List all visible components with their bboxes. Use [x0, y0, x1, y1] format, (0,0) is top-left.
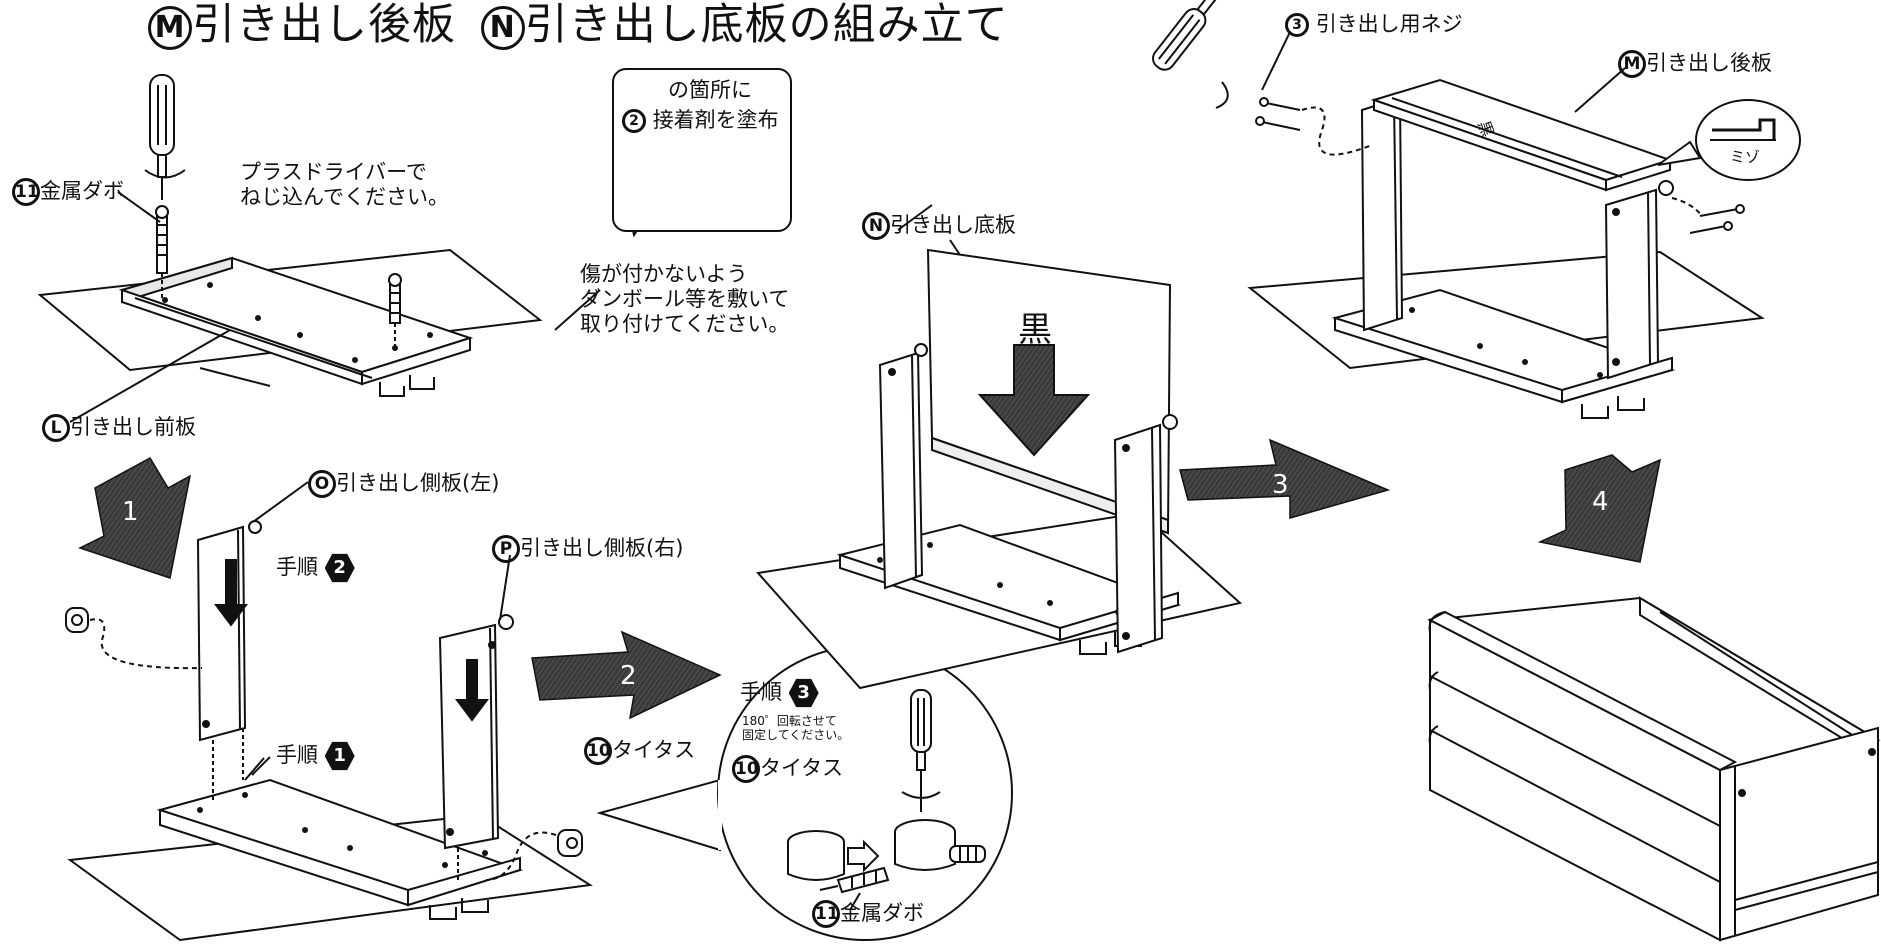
glue-instruction-box — [612, 68, 792, 232]
callout-metal-dowel-top: 11金属ダボ — [12, 178, 124, 206]
step-arrow-1 — [78, 456, 192, 579]
scene2-sides — [65, 481, 593, 942]
glue-mark: 2 — [622, 109, 646, 133]
part-mark-n: N — [480, 5, 525, 50]
step-arrow-3 — [1179, 438, 1391, 519]
finished-drawer — [1427, 596, 1881, 942]
scene4-back-panel — [1152, 0, 1801, 419]
dowel-icon — [388, 273, 402, 324]
groove-callout — [1657, 99, 1801, 181]
part-mark-p: P — [492, 535, 520, 563]
part-mark-n-small: N — [862, 212, 890, 240]
cam-lock-icon — [65, 607, 89, 633]
glue-line-1: の箇所に — [668, 78, 752, 102]
screwdriver-icon — [1152, 0, 1229, 109]
callout-drawer-screw: 3 引き出し用ネジ — [1285, 12, 1463, 37]
callout-tight-loose: 10タイタス — [584, 737, 695, 765]
detail-circle — [596, 645, 1013, 941]
part-mark-3: 3 — [1285, 13, 1309, 37]
scene1-front-panel — [37, 74, 601, 423]
step-arrow-2 — [531, 630, 722, 720]
title-text-m: 引き出し後板 — [192, 0, 456, 50]
detail-metal-dowel: 11金属ダボ — [812, 900, 924, 928]
screwdriver-icon — [144, 74, 186, 200]
callout-step-2: 手順 2 — [276, 553, 355, 583]
groove-label: ミゾ — [1730, 148, 1761, 166]
detail-rotate-note: 180゜回転させて 固定してください。 — [742, 714, 850, 742]
black-mark-bottom: 黒 — [1018, 310, 1052, 350]
part-mark-m-small: M — [1618, 50, 1646, 78]
step-badge-2: 2 — [324, 553, 355, 583]
arrow-num-1: 1 — [122, 497, 139, 527]
driver-note: プラスドライバーで ねじ込んでください。 — [240, 160, 449, 210]
step-badge-1: 1 — [324, 741, 355, 771]
detail-part-mark-11: 11 — [812, 900, 840, 928]
scene3-bottom-panel — [756, 204, 1243, 690]
step-badge-3: 3 — [788, 678, 819, 708]
detail-step-3: 手順 3 — [740, 678, 819, 708]
part-mark-o: O — [308, 470, 336, 498]
part-mark-l: L — [42, 414, 70, 442]
title-text-n: 引き出し底板の組み立て — [524, 0, 1009, 50]
protect-note: 傷が付かないよう ダンボール等を敷いて 取り付けてください。 — [580, 262, 790, 337]
arrow-num-4: 4 — [1592, 487, 1609, 517]
dowel-icon — [155, 205, 169, 274]
cam-lock-icon — [557, 829, 583, 857]
part-mark-m: M — [148, 5, 192, 50]
arrow-num-3: 3 — [1272, 470, 1289, 500]
callout-step-1: 手順 1 — [276, 741, 355, 771]
arrow-num-2: 2 — [620, 661, 637, 691]
step-arrow-4 — [1537, 454, 1662, 563]
part-mark-11: 11 — [12, 178, 40, 206]
glue-line-2: 2 接着剤を塗布 — [622, 108, 779, 133]
detail-tight-loose: 10タイタス — [732, 755, 843, 783]
part-mark-10: 10 — [584, 737, 612, 765]
detail-part-mark-10: 10 — [732, 755, 760, 783]
screw-icon — [1255, 97, 1745, 234]
